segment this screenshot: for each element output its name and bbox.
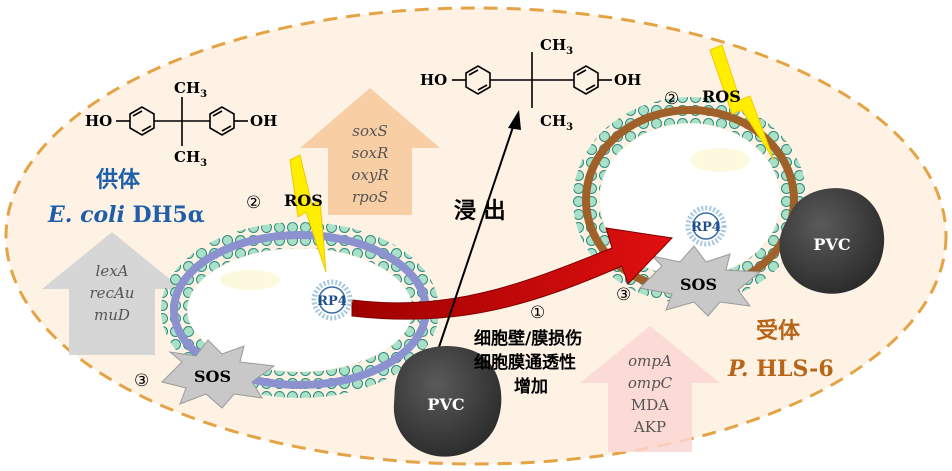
pvc-right-label: PVC xyxy=(813,235,850,254)
damage-line-2: 细胞膜通透性 xyxy=(474,352,576,373)
svg-text:CH3: CH3 xyxy=(174,148,207,169)
recipient-sos-num: ③ xyxy=(616,285,631,305)
bpa-center-ch3-top: CH xyxy=(540,36,566,54)
bpa-left-ch3-top: CH xyxy=(174,79,200,97)
damage-num: ① xyxy=(530,303,545,323)
donor-ros-num: ② xyxy=(246,193,261,213)
pvc-center-label: PVC xyxy=(427,395,464,414)
damage-line-3: 增加 xyxy=(514,376,548,397)
marker-ompA: ompA xyxy=(628,352,672,370)
bpa-center-ch3-bottom: CH xyxy=(540,112,566,130)
bpa-left-oh: OH xyxy=(250,112,277,130)
recipient-plasmid-label: RP4 xyxy=(691,220,721,235)
leach-label: 浸 出 xyxy=(454,199,506,224)
donor-sos-burst xyxy=(161,339,276,409)
donor-species: E. coli DH5α xyxy=(47,202,205,228)
donor-plasmid-label: RP4 xyxy=(317,294,347,309)
gene-lexA: lexA xyxy=(96,262,129,280)
marker-AKP: AKP xyxy=(633,418,666,436)
recipient-ros-num: ② xyxy=(664,89,679,109)
recipient-marker-arrow: ompA ompC MDA AKP xyxy=(580,326,720,452)
damage-line-1: 细胞壁/膜损伤 xyxy=(474,328,582,349)
donor-sos-label: SOS xyxy=(194,367,231,386)
donor-ros-label: ROS xyxy=(284,191,323,210)
recipient-ros-label: ROS xyxy=(702,87,741,106)
plasmid-transfer-arrow xyxy=(351,227,674,320)
gene-rpoS: rpoS xyxy=(352,188,388,206)
bpa-molecule-left: HO OH CH3 CH3 xyxy=(85,79,277,169)
marker-MDA: MDA xyxy=(631,396,669,414)
bpa-left-ho: HO xyxy=(85,112,112,130)
gene-oxyR: oxyR xyxy=(351,166,388,184)
recipient-species: P. HLS-6 xyxy=(727,356,834,382)
recipient-plasmid: RP4 xyxy=(685,205,727,247)
bpa-left-ch3-bottom: CH xyxy=(174,148,200,166)
donor-sos-num: ③ xyxy=(134,371,149,391)
recipient-label-zh: 受体 xyxy=(756,318,801,344)
recipient-ros-bolt xyxy=(709,44,775,161)
gene-muD: muD xyxy=(94,306,130,324)
pvc-particle-right: PVC xyxy=(779,188,885,294)
recipient-sos-label: SOS xyxy=(680,275,717,294)
bpa-center-ho: HO xyxy=(420,71,447,89)
donor-ros-bolt xyxy=(289,154,327,273)
gene-soxR: soxR xyxy=(352,144,388,162)
svg-text:CH3: CH3 xyxy=(540,112,573,133)
gene-recAu: recAu xyxy=(90,284,135,302)
donor-ros-gene-arrow: soxS soxR oxyR rpoS xyxy=(300,88,440,215)
marker-ompC: ompC xyxy=(628,374,673,392)
leaching-arrow xyxy=(437,110,521,351)
gene-soxS: soxS xyxy=(352,122,387,140)
pvc-particle-center: PVC xyxy=(393,346,502,457)
svg-text:CH3: CH3 xyxy=(174,79,207,100)
bpa-molecule-center: HO OH CH3 CH3 xyxy=(420,36,641,133)
svg-text:CH3: CH3 xyxy=(540,36,573,57)
recipient-sos-burst xyxy=(638,245,762,317)
donor-label-zh: 供体 xyxy=(95,167,141,193)
donor-plasmid: RP4 xyxy=(311,279,353,321)
bpa-center-oh: OH xyxy=(614,71,641,89)
donor-sos-gene-arrow: lexA recAu muD xyxy=(42,232,182,355)
